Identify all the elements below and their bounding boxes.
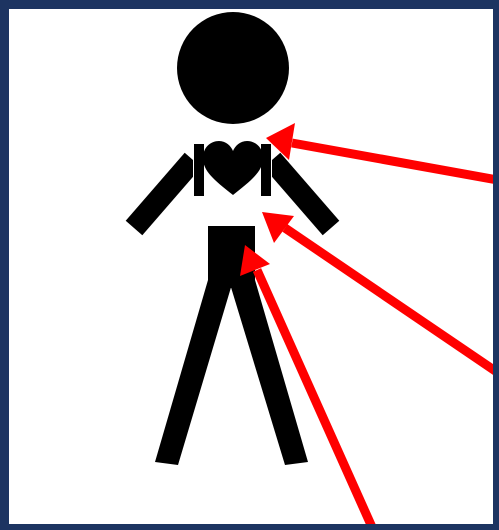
arrow-to-shoulders bbox=[266, 123, 499, 184]
figure-left-arm bbox=[134, 160, 193, 228]
arrow-to-legs bbox=[240, 245, 380, 530]
figure-head bbox=[177, 12, 289, 124]
figure-left-leg bbox=[155, 280, 232, 465]
